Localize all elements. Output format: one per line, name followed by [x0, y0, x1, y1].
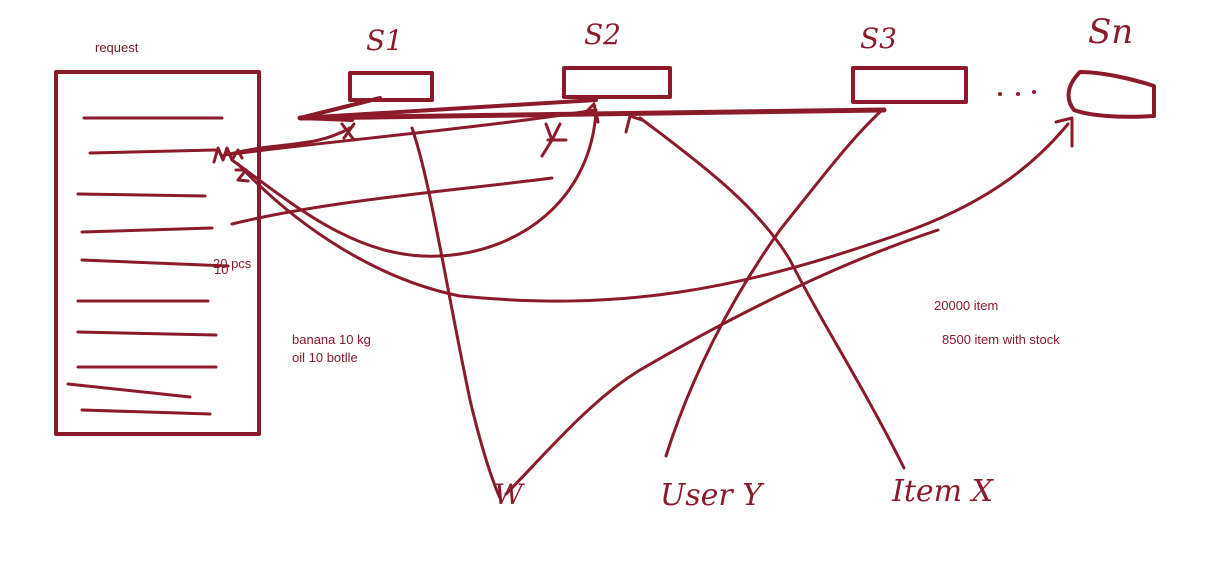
connector-lines	[220, 102, 1074, 500]
store-s3-label: S3	[860, 22, 897, 55]
request-document	[54, 70, 261, 436]
note-items-stock: 8500 item with stock	[942, 332, 1060, 347]
store-s3-box	[851, 66, 968, 104]
store-s2-label: S2	[584, 18, 621, 51]
request-mark-scribble	[212, 146, 244, 164]
mark-arrowhead-sn	[1054, 116, 1074, 148]
request-mark-z	[234, 168, 250, 183]
store-s1-label: S1	[366, 24, 403, 57]
mark-x-near-s1	[340, 122, 356, 142]
connector-request-to-s2-low	[230, 110, 598, 258]
mark-arrowhead-s2	[582, 102, 600, 124]
request-line-10	[80, 408, 212, 416]
store-bar-arrow	[297, 107, 887, 121]
store-sn-box	[1066, 70, 1156, 119]
store-sn-label: Sn	[1088, 12, 1134, 52]
note-items-total: 20000 item	[934, 298, 999, 313]
connector-request-to-s2	[230, 108, 598, 156]
note-banana: banana 10 kg	[292, 332, 371, 347]
ellipsis-dot-3	[1032, 90, 1036, 94]
request-line-4	[80, 226, 214, 234]
store-s1-box	[348, 71, 434, 102]
actor-w-label: W	[494, 478, 523, 511]
mark-arrowhead-s2-right	[624, 114, 644, 134]
request-title: request	[95, 40, 139, 55]
request-line-3	[76, 192, 207, 198]
request-line-7	[76, 330, 218, 337]
connector-request-to-sn	[236, 122, 1070, 303]
request-qty-20-pcs: 20 pcs	[213, 256, 252, 271]
request-line-5	[80, 258, 230, 268]
ellipsis-dot-2	[1016, 92, 1020, 96]
connector-w-to-s1	[410, 126, 502, 500]
connector-request-to-y	[230, 176, 554, 226]
mark-y-near-s2	[540, 122, 568, 158]
store-boxes	[348, 66, 1156, 119]
request-qty-10: 10	[214, 262, 229, 277]
ellipsis-dot-1	[998, 92, 1002, 96]
connector-w-to-right	[504, 228, 940, 496]
actor-user-y-label: User Y	[660, 478, 763, 513]
store-s2-box	[562, 66, 672, 99]
store-bar-arrowhead	[298, 96, 598, 122]
connector-item-x-to-s2	[638, 116, 906, 470]
request-document-border	[54, 70, 261, 436]
request-line-2	[88, 148, 217, 155]
note-oil: oil 10 botlle	[292, 350, 358, 365]
request-line-9	[66, 382, 192, 399]
actor-item-x-label: Item X	[892, 474, 994, 509]
